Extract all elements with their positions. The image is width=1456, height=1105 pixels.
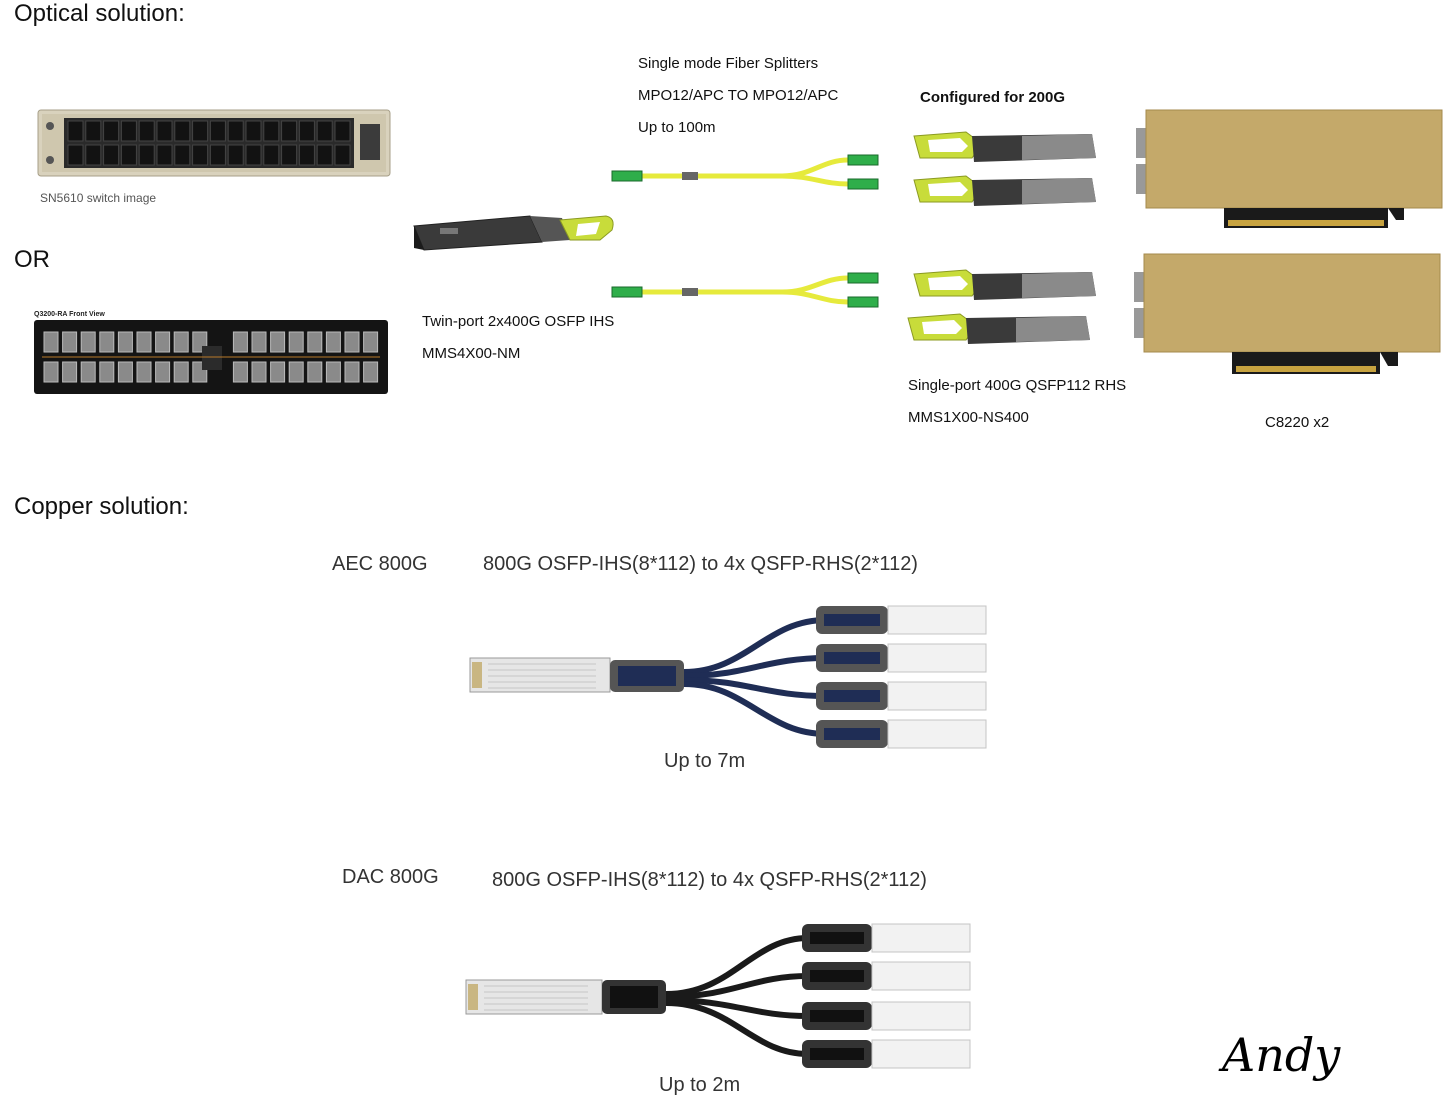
qsfp112-transceiver-3 [913,269,1096,300]
dac-label: DAC 800G [342,866,439,888]
aec-800g-cable-image [469,605,987,749]
aec-description: 800G OSFP-IHS(8*112) to 4x QSFP-RHS(2*11… [483,553,918,575]
fiber-splitter-top [611,154,879,190]
or-label: OR [14,246,50,273]
configured-label: Configured for 200G [920,89,1066,106]
qsfp112-transceiver-2 [913,175,1096,206]
sn5610-switch-image [37,109,391,177]
optical-section-title: Optical solution: [14,0,185,27]
q3200-switch-image [34,320,388,394]
single-port-line2: MMS1X00-NS400 [908,409,1029,426]
splitter-line2: MPO12/APC TO MPO12/APC [638,87,839,104]
splitter-line3: Up to 100m [638,119,716,136]
qsfp112-transceiver-1 [913,131,1096,162]
c8220-nic-card-2 [1134,253,1441,374]
qsfp112-transceiver-4 [907,313,1090,344]
dac-description: 800G OSFP-IHS(8*112) to 4x QSFP-RHS(2*11… [492,869,927,891]
aec-length: Up to 7m [664,750,746,772]
twin-port-line1: Twin-port 2x400G OSFP IHS [422,313,615,330]
twin-port-line2: MMS4X00-NM [422,345,521,362]
dac-800g-cable-image [465,923,971,1069]
splitter-line1: Single mode Fiber Splitters [638,55,819,72]
nic-caption: C8220 x2 [1265,414,1330,431]
twin-port-osfp-transceiver [413,215,614,251]
author-signature: Andy [1222,1028,1341,1082]
fiber-splitter-bottom [611,272,879,308]
copper-section-title: Copper solution: [14,493,189,520]
single-port-line1: Single-port 400G QSFP112 RHS [908,377,1127,394]
c8220-nic-card-1 [1136,109,1443,228]
dac-length: Up to 2m [659,1074,741,1096]
switch-caption: SN5610 switch image [40,191,157,205]
q3200-caption: Q3200-RA Front View [34,311,105,318]
aec-label: AEC 800G [332,553,428,575]
